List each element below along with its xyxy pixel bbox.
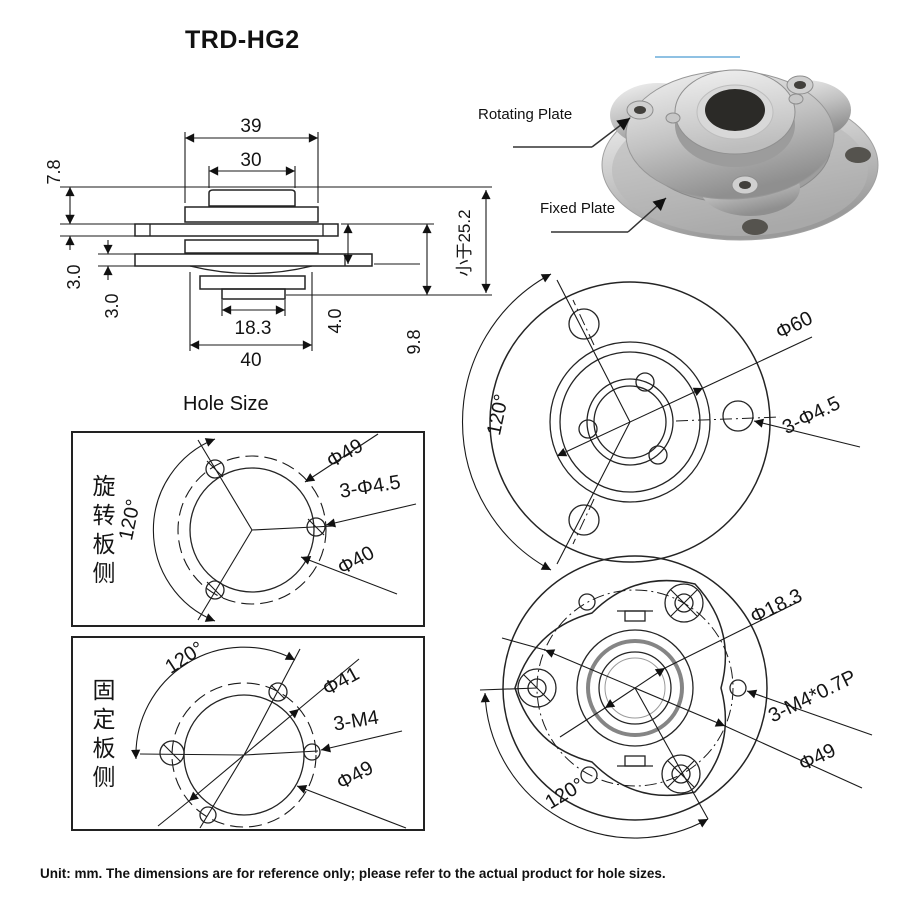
dim-18-3: 18.3 [235,318,272,339]
fixed-box-angle: 120° [161,637,208,678]
fixed-box-holes: 3-M4 [332,707,380,736]
rotating-side-hole-box: 120° Φ49 3-Φ4.5 Φ40 [71,431,425,627]
fixed-view-holes: 3-Φ4.5 [779,392,844,439]
bolt-holes [159,682,321,824]
rotating-view-bolt-circle: Φ49 [795,739,839,776]
cross-section-view: 39 30 7.8 3.0 3.0 18.3 40 4 [44,116,492,371]
hub-notch [665,112,681,124]
rotating-box-inner-circle: Φ40 [334,542,378,580]
rotating-box-bolt-circle: Φ49 [323,435,367,473]
rotating-view-bore: Φ18.3 [747,585,806,629]
dim-39: 39 [240,116,261,137]
fixed-side-hole-box: 120° Φ41 3-M4 Φ49 [71,636,425,831]
center-bore [705,89,765,131]
fixed-box-bolt-circle: Φ41 [319,663,363,701]
product-photo [513,56,879,241]
dim-40: 40 [240,350,261,371]
fixed-view-angle: 120° [483,392,513,437]
bolt-holes [205,459,326,600]
footnote: Unit: mm. The dimensions are for referen… [40,866,666,881]
fixed-plate-leader [627,197,667,233]
dim-total-height: 小于25.2 [455,209,474,276]
page-title: TRD-HG2 [185,26,300,54]
fixed-plate-view: 120° Φ60 3-Φ4.5 [461,273,861,571]
fixed-box-outer-circle: Φ49 [333,757,377,795]
rotating-plate-label: Rotating Plate [478,106,573,123]
fixed-side-label: 固定板侧 [89,678,115,794]
rotating-side-label: 旋转板侧 [89,474,115,590]
fixed-plate-label: Fixed Plate [540,200,616,217]
rotating-box-angle: 120° [115,497,145,542]
through-holes [517,583,704,794]
rotating-plate-view: Φ18.3 3-M4*0.7P Φ49 120° [479,555,873,839]
dim-3-0-rotating: 3.0 [64,264,84,289]
dim-7-8: 7.8 [44,159,64,184]
rotating-box-holes: 3-Φ4.5 [338,471,402,502]
hub-notch [788,93,804,105]
dim-9-8: 9.8 [404,329,424,354]
dim-3-0-fixed: 3.0 [102,293,122,318]
countersunk-holes [626,75,814,195]
dim-30: 30 [240,150,261,171]
dim-4-0: 4.0 [325,308,345,333]
rotating-view-threads: 3-M4*0.7P [765,666,860,727]
hole-size-heading: Hole Size [183,393,269,415]
rotating-plate-leader [591,117,631,148]
